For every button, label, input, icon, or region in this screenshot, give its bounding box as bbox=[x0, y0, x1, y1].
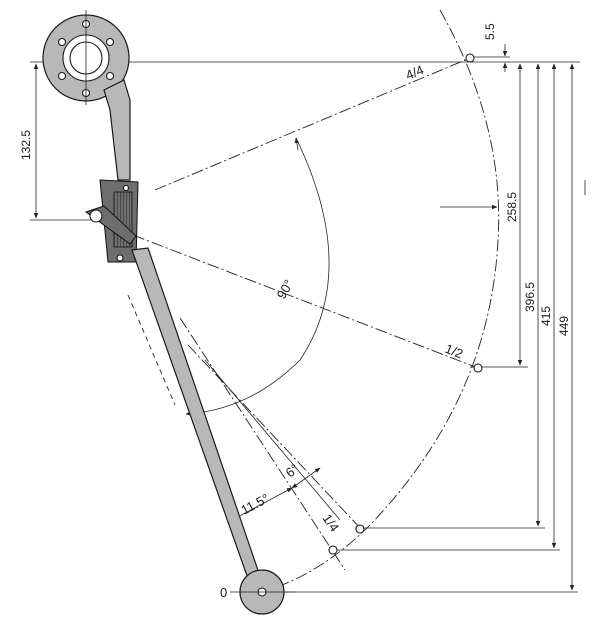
pedal-assembly bbox=[42, 10, 296, 615]
label-zero: 0 bbox=[220, 585, 227, 600]
label-angle-small: 11.5° bbox=[238, 491, 271, 518]
labels: 5.5 258.5 396.5 415 449 132.5 4/4 1/2 1/… bbox=[19, 23, 571, 600]
quarter-line-b bbox=[187, 344, 363, 531]
label-v3: 449 bbox=[557, 316, 571, 336]
marker-half bbox=[473, 363, 483, 373]
label-radius: 258.5 bbox=[505, 192, 519, 222]
label-angle-total: 90° bbox=[274, 277, 297, 302]
support-arm bbox=[103, 79, 131, 181]
label-pivot-height: 132.5 bbox=[19, 130, 33, 160]
pedal-pad bbox=[230, 569, 296, 615]
label-quarter: 1/4 bbox=[320, 511, 343, 534]
pivot-line-full bbox=[154, 57, 471, 191]
angle-arc-90 bbox=[185, 137, 330, 415]
travel-arc bbox=[261, 9, 500, 593]
label-v2: 415 bbox=[539, 306, 553, 326]
construction-lines bbox=[30, 9, 586, 593]
pedal-centre-line bbox=[127, 294, 176, 406]
angle-small-dim bbox=[231, 487, 293, 521]
label-full: 4/4 bbox=[404, 62, 426, 83]
position-markers bbox=[328, 53, 483, 555]
label-half: 1/2 bbox=[443, 341, 465, 362]
arc-arrow-top bbox=[294, 137, 300, 151]
label-v1: 396.5 bbox=[523, 282, 537, 312]
dimension-lines bbox=[33, 44, 575, 591]
flange-plate bbox=[42, 10, 130, 105]
label-angle-tiny: 6° bbox=[283, 461, 302, 480]
pedal-lever bbox=[131, 247, 265, 591]
marker-full bbox=[465, 53, 475, 63]
quarter-line-a bbox=[179, 317, 346, 571]
pivot-bolt bbox=[84, 205, 137, 245]
pivot-line-half bbox=[132, 234, 479, 369]
marker-quarter-a bbox=[355, 524, 365, 534]
label-offset: 5.5 bbox=[483, 23, 497, 40]
angle-tiny-dim bbox=[291, 467, 321, 489]
quarter-line-c bbox=[204, 359, 341, 521]
marker-quarter-b bbox=[328, 545, 338, 555]
